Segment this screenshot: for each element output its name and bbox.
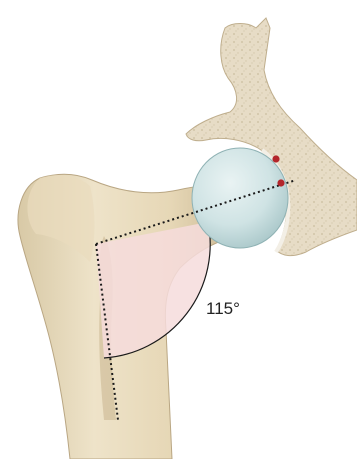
acetabular-rim-marker-upper xyxy=(272,155,279,162)
acetabular-rim-marker-lower xyxy=(277,179,284,186)
neck-shaft-angle-sector xyxy=(96,222,210,358)
angle-label: 115° xyxy=(206,299,240,318)
